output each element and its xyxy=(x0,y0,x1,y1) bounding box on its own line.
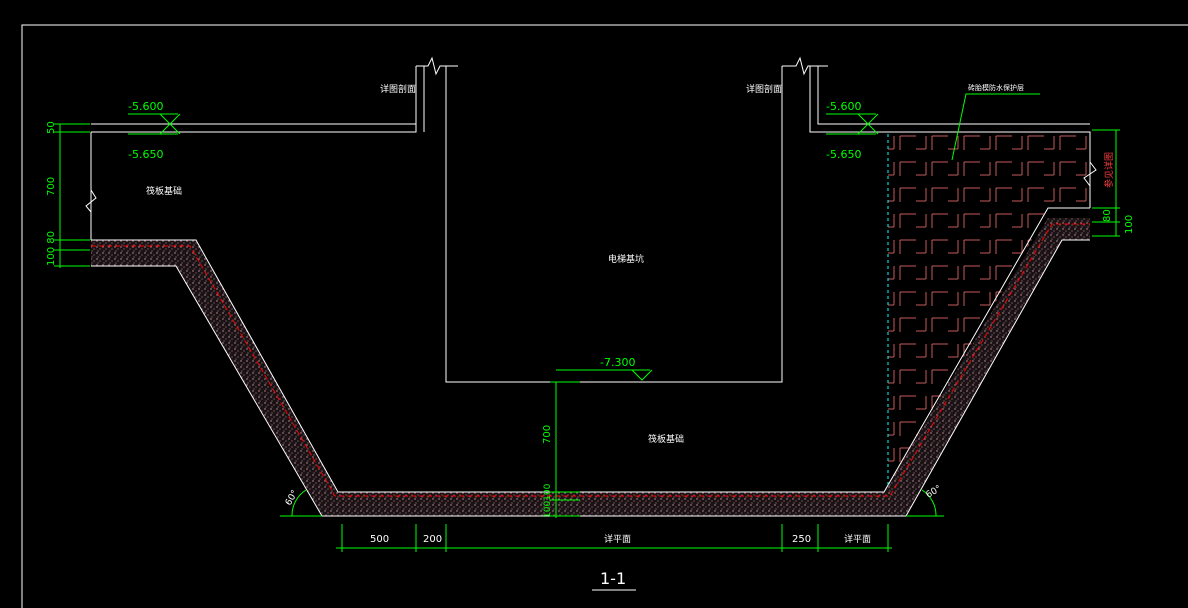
right-slab xyxy=(809,66,1091,208)
foundation-left-label: 筏板基础 xyxy=(146,185,182,197)
dim-50: 50 xyxy=(46,121,57,134)
break-mark-right-top xyxy=(782,56,828,76)
drawing-frame xyxy=(21,24,1188,608)
left-slab xyxy=(90,66,425,240)
dim-80: 80 xyxy=(1102,209,1113,222)
pit-dim-700: 700 xyxy=(542,425,553,444)
pit-outline xyxy=(445,66,783,383)
dim-500: 500 xyxy=(370,534,389,545)
left-dimension: 50 700 100 80 xyxy=(46,121,90,268)
dim-face-right: 详平面 xyxy=(844,533,871,545)
pit-dimension: 700 100100 xyxy=(542,381,580,518)
brick-note-leader xyxy=(951,93,1040,161)
foundation-bottom-label: 筏板基础 xyxy=(648,433,684,445)
brick-note-label: 砖胎模防水保护层 xyxy=(968,83,1024,92)
wall-left-label: 详图剖面 xyxy=(380,83,416,95)
side-note: 参见详图 xyxy=(1103,152,1115,188)
break-mark-left-top xyxy=(416,56,458,76)
dim-100-80: 100 80 xyxy=(46,231,57,266)
dim-face-mid: 详平面 xyxy=(604,533,631,545)
dim-700: 700 xyxy=(46,177,57,196)
dim-200: 200 xyxy=(423,534,442,545)
waterproof-line xyxy=(91,223,1090,497)
right-dimension: 80 100 参见详图 xyxy=(1092,129,1135,237)
section-title: 1-1 xyxy=(600,569,626,588)
break-mark-right-side xyxy=(1083,161,1097,187)
excavation-outline xyxy=(91,207,1090,493)
elev-left-bottom: -5.650 xyxy=(128,148,163,161)
elev-left-top: -5.600 xyxy=(128,100,163,113)
dim-100: 100 xyxy=(1124,215,1135,234)
concrete-cushion xyxy=(91,218,1090,500)
bottom-dimension: 500 200 详平面 250 详平面 xyxy=(336,524,892,552)
elev-right-top: -5.600 xyxy=(826,100,861,113)
pit-label: 电梯基坑 xyxy=(608,253,644,265)
angle-right-label: 60° xyxy=(925,484,944,501)
elev-right-bottom: -5.650 xyxy=(826,148,861,161)
excavation-outline-lower xyxy=(91,239,1090,517)
elev-pit-bottom: -7.300 xyxy=(600,356,635,369)
elevation-left: -5.600 -5.650 xyxy=(128,100,181,161)
break-mark-left-side xyxy=(85,189,97,213)
dim-250: 250 xyxy=(792,534,811,545)
wall-right-label: 详图剖面 xyxy=(746,83,782,95)
elevation-pit: -7.300 xyxy=(556,356,653,381)
pit-dim-100: 100100 xyxy=(543,483,553,518)
elevation-right: -5.600 -5.650 xyxy=(826,100,879,161)
